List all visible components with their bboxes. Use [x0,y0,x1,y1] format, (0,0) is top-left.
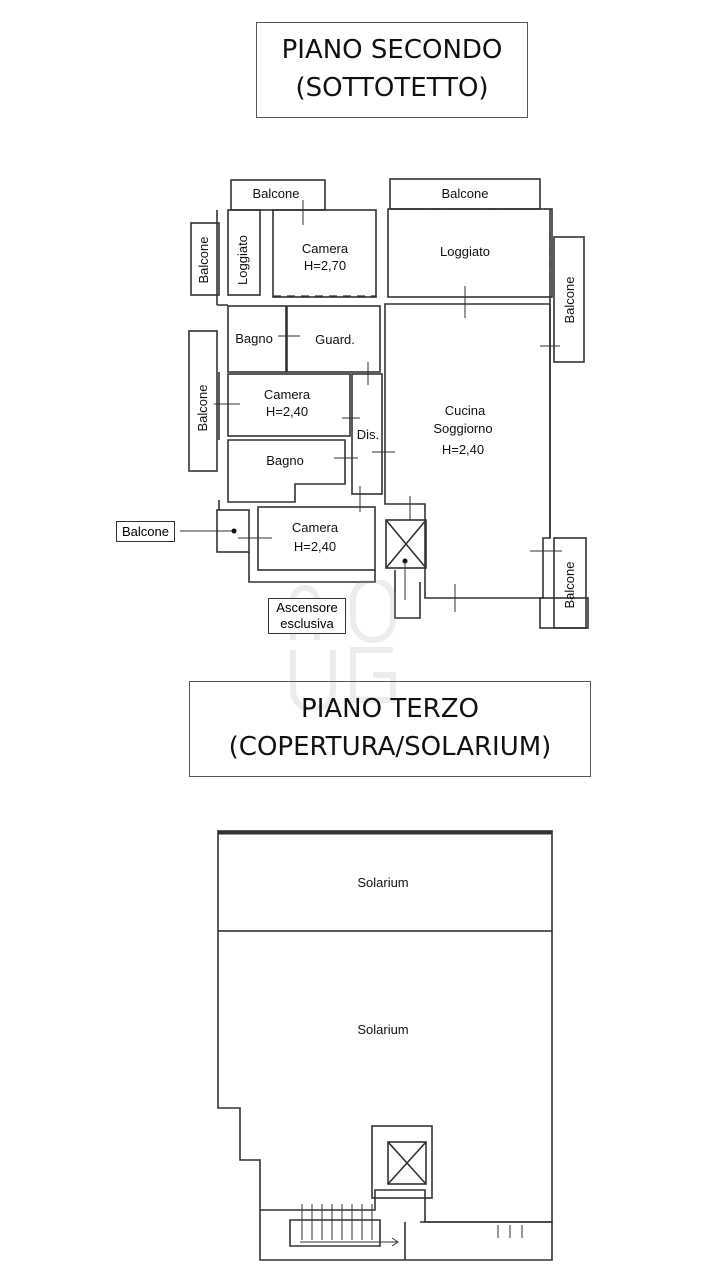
camera-2-height: H=2,40 [265,404,309,419]
floor3-title-line2: (COPERTURA/SOLARIUM) [228,732,552,762]
watermark-logo [290,580,396,710]
ascensore-label-2: esclusiva [280,616,334,631]
disimpegno-label: Dis. [356,427,380,442]
solarium-1-label: Solarium [357,875,409,890]
guardaroba-label: Guard. [315,332,355,347]
bagno-1-label: Bagno [235,331,273,346]
balcone-right-lower-label: Balcone [562,561,577,609]
floor2-title-line2: (SOTTOTETTO) [295,73,489,103]
soggiorno-label: Soggiorno [433,421,493,436]
loggiato-left-label: Loggiato [235,235,250,285]
balcone-callout: Balcone [116,521,175,542]
camera-3-label: Camera [291,520,339,535]
solarium-2-label: Solarium [357,1022,409,1037]
camera-2-label: Camera [263,387,311,402]
bagno-2-label: Bagno [266,453,304,468]
stair-lines [300,1204,523,1247]
balcone-left-mid-label: Balcone [195,384,210,432]
door-marks [214,200,562,612]
floor2-title-line1: PIANO SECONDO [281,35,503,65]
balcone-top-right-label: Balcone [441,186,489,201]
balcone-right-upper-label: Balcone [562,276,577,324]
camera-1-label: Camera [301,241,349,256]
loggiato-right-label: Loggiato [440,244,490,259]
cucina-height: H=2,40 [441,442,485,457]
balcone-top-left-label: Balcone [252,186,300,201]
balcone-left-upper-label: Balcone [196,236,211,284]
ascensore-callout: Ascensore esclusiva [268,598,346,634]
floor3-title: PIANO TERZO (COPERTURA/SOLARIUM) [189,681,591,777]
camera-3-height: H=2,40 [293,539,337,554]
floor2-title: PIANO SECONDO (SOTTOTETTO) [256,22,528,118]
camera-1-height: H=2,70 [303,258,347,273]
cucina-label: Cucina [444,403,486,418]
floor2-dashed-lines [273,208,551,297]
ascensore-label-1: Ascensore [276,600,338,615]
floor3-walls [217,830,553,1261]
floor3-title-line1: PIANO TERZO [301,694,479,724]
